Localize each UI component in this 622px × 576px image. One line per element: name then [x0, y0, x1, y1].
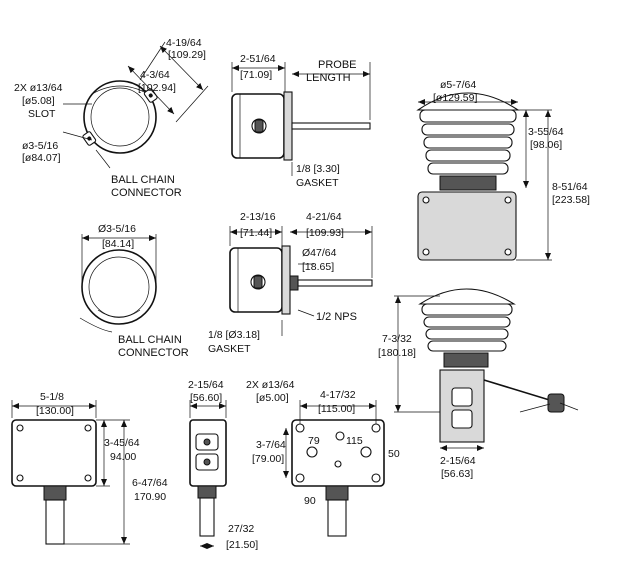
dim-outer-in: 4-19/64: [166, 37, 202, 49]
mount-79: 79: [308, 435, 320, 447]
ring-dia-mm: [84.14]: [102, 238, 134, 250]
side-probe-mm: [21.50]: [226, 539, 258, 551]
box-total-mm: 170.90: [134, 491, 166, 503]
gasket-word: GASKET: [296, 177, 339, 189]
nps-w2-mm: [109.93]: [306, 227, 344, 239]
dim-inner-mm: [102.94]: [138, 82, 176, 94]
dia-in: ø3-5/16: [22, 140, 58, 152]
probe-dim-in: 2-51/64: [240, 53, 276, 65]
mount-w-in: 4-17/32: [320, 389, 356, 401]
ring-dia-in: Ø3-5/16: [98, 223, 136, 235]
side-w-in: 2-15/64: [440, 455, 476, 467]
shield-h2-mm: [223.58]: [552, 194, 590, 206]
dim-outer-mm: [109.29]: [168, 49, 206, 61]
shield-h1-mm: [98.06]: [530, 139, 562, 151]
mount-h-mm: [79.00]: [252, 453, 284, 465]
nps-gasket-word: GASKET: [208, 343, 251, 355]
box-w-in: 5-1/8: [40, 391, 64, 403]
nps-label: 1/2 NPS: [316, 311, 357, 323]
ring-connector-2: CONNECTOR: [118, 347, 189, 359]
ring-slots: [82, 88, 158, 146]
shield-top-view: ø5-7/64 [ø129.59] 3-55/64 [98.06] 8-51/6…: [416, 79, 590, 261]
shield-h1-in: 3-55/64: [528, 126, 564, 138]
slot-note: 2X ø13/64: [14, 82, 63, 94]
ring-top-view: 4-19/64 [109.29] 4-3/64 [102.94] 2X ø13/…: [14, 37, 209, 199]
side-box-w-mm: [56.60]: [190, 392, 222, 404]
side-box-w-in: 2-15/64: [188, 379, 224, 391]
probe-dim-mm: [71.09]: [240, 69, 272, 81]
mount-h-in: 3-7/64: [256, 439, 286, 451]
box-front-view: 5-1/8 [130.00] 3-45/64 94.00 6-47/64 170…: [11, 391, 168, 545]
slot-word: SLOT: [28, 108, 56, 120]
side-w-mm: [56.63]: [441, 468, 473, 480]
nps-probe-dia-mm: [18.65]: [302, 261, 334, 273]
connector-label-2: CONNECTOR: [111, 187, 182, 199]
box-total-in: 6-47/64: [132, 477, 168, 489]
box-h-mm: 94.00: [110, 451, 136, 463]
probe-rod: [291, 122, 371, 130]
side-h-in: 7-3/32: [382, 333, 412, 345]
box-side-view: 2-15/64 [56.60] 27/32 [21.50]: [188, 379, 258, 551]
side-h-mm: [180.18]: [378, 347, 416, 359]
nps-side-view: 2-13/16 [71.44] 4-21/64 [109.93] Ø47/64 …: [208, 211, 373, 355]
dim-inner-in: 4-3/64: [140, 69, 170, 81]
slot-mm: [ø5.08]: [22, 95, 55, 107]
dia-mm: [ø84.07]: [22, 152, 61, 164]
box-mount-view: 2X ø13/64 [ø5.00] 4-17/32 [115.00] 3-7/6…: [246, 379, 400, 537]
mount-hole-mm: [ø5.00]: [256, 392, 289, 404]
side-probe-in: 27/32: [228, 523, 254, 535]
mount-hole-note: 2X ø13/64: [246, 379, 295, 391]
ring-inner: [90, 87, 150, 147]
ring-bottom-view: Ø3-5/16 [84.14] BALL CHAIN CONNECTOR: [79, 223, 189, 359]
ring-outer: [83, 80, 157, 154]
probe-side-view: 2-51/64 [71.09] PROBE LENGTH 1/8 [3.30] …: [231, 53, 371, 189]
box-w-mm: [130.00]: [36, 405, 74, 417]
shield-dia-mm: [ø129.59]: [433, 92, 477, 104]
shield-dia-in: ø5-7/64: [440, 79, 476, 91]
mount-w-mm: [115.00]: [318, 403, 355, 415]
shield-h2-in: 8-51/64: [552, 181, 588, 193]
nps-w1-mm: [71.44]: [240, 227, 272, 239]
probe-length-1: PROBE: [318, 59, 357, 71]
connector-label-1: BALL CHAIN: [111, 174, 175, 186]
nps-probe-dia-in: Ø47/64: [302, 247, 337, 259]
nps-gasket-dim: 1/8 [Ø3.18]: [208, 329, 260, 341]
ball-chain-1: [95, 149, 111, 169]
ring-connector-1: BALL CHAIN: [118, 334, 182, 346]
nps-w2-in: 4-21/64: [306, 211, 342, 223]
gasket: [283, 91, 293, 161]
mount-90: 90: [304, 495, 316, 507]
gasket-dim: 1/8 [3.30]: [296, 163, 340, 175]
nps-w1-in: 2-13/16: [240, 211, 276, 223]
mount-115: 115: [346, 435, 363, 447]
shield-side-view: 7-3/32 [180.18] 2-15/64 [56.63]: [378, 288, 579, 480]
box-h-in: 3-45/64: [104, 437, 140, 449]
mount-50: 50: [388, 448, 400, 460]
probe-length-2: LENGTH: [306, 72, 351, 84]
